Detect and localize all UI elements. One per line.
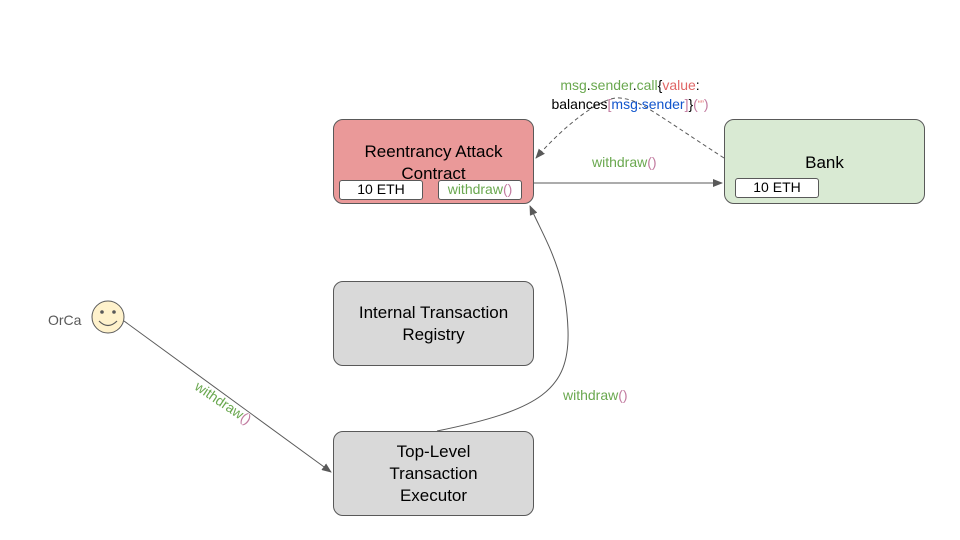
smiley-face-icon [91,300,125,334]
top-level-transaction-executor-node: Top-Level Transaction Executor [333,431,534,516]
edge-label-parens: () [647,154,657,170]
callback-token: msg [560,77,587,93]
callback-token: [ [607,96,612,112]
bank-node: Bank 10 ETH [724,119,925,204]
reentrancy-attack-contract-node: Reentrancy Attack Contract 10 ETH withdr… [333,119,534,204]
callback-token: ) [703,96,709,112]
node-title: Internal Transaction Registry [358,302,509,344]
edge-label-fn: withdraw [592,154,648,170]
edge-label-parens: () [618,387,628,403]
node-title: Bank [805,153,844,172]
edge-label-withdraw-bank: withdraw() [592,154,657,170]
arrow-user-to-executor [123,320,332,473]
callback-call-label: msg.sender.call{value: balances[msg.send… [520,76,740,114]
actor-label: OrCa [48,312,82,328]
callback-token: { [657,77,663,93]
callback-token: . [586,77,591,93]
arrow-bank-callback-dashed [535,97,725,159]
balance-badge: 10 ETH [735,178,819,198]
node-title: Top-Level Transaction Executor [389,441,478,505]
function-name: withdraw [447,181,503,197]
function-parens: () [502,181,513,197]
callback-token: call [636,77,658,93]
callback-token: ] [684,96,689,112]
callback-token: sender [590,77,633,93]
callback-token: : [695,77,700,93]
arrow-executor-to-reentrancy [436,205,569,432]
callback-line-2: balances[msg.sender]}(“”) [520,95,740,114]
callback-token: balances [551,96,608,112]
callback-token: msg.sender [611,96,685,112]
callback-token: value [662,77,696,93]
edge-label-fn: withdraw [563,387,619,403]
function-badge: withdraw() [438,180,522,200]
callback-token: . [632,77,637,93]
callback-line-1: msg.sender.call{value: [520,76,740,95]
callback-token: ( [693,96,698,112]
balance-badge: 10 ETH [339,180,423,200]
callback-token: “” [697,99,704,109]
node-title: Reentrancy Attack Contract [364,142,503,183]
edge-label-withdraw-reentrancy: withdraw() [563,387,628,403]
callback-token: } [688,96,694,112]
internal-transaction-registry-node: Internal Transaction Registry [333,281,534,366]
